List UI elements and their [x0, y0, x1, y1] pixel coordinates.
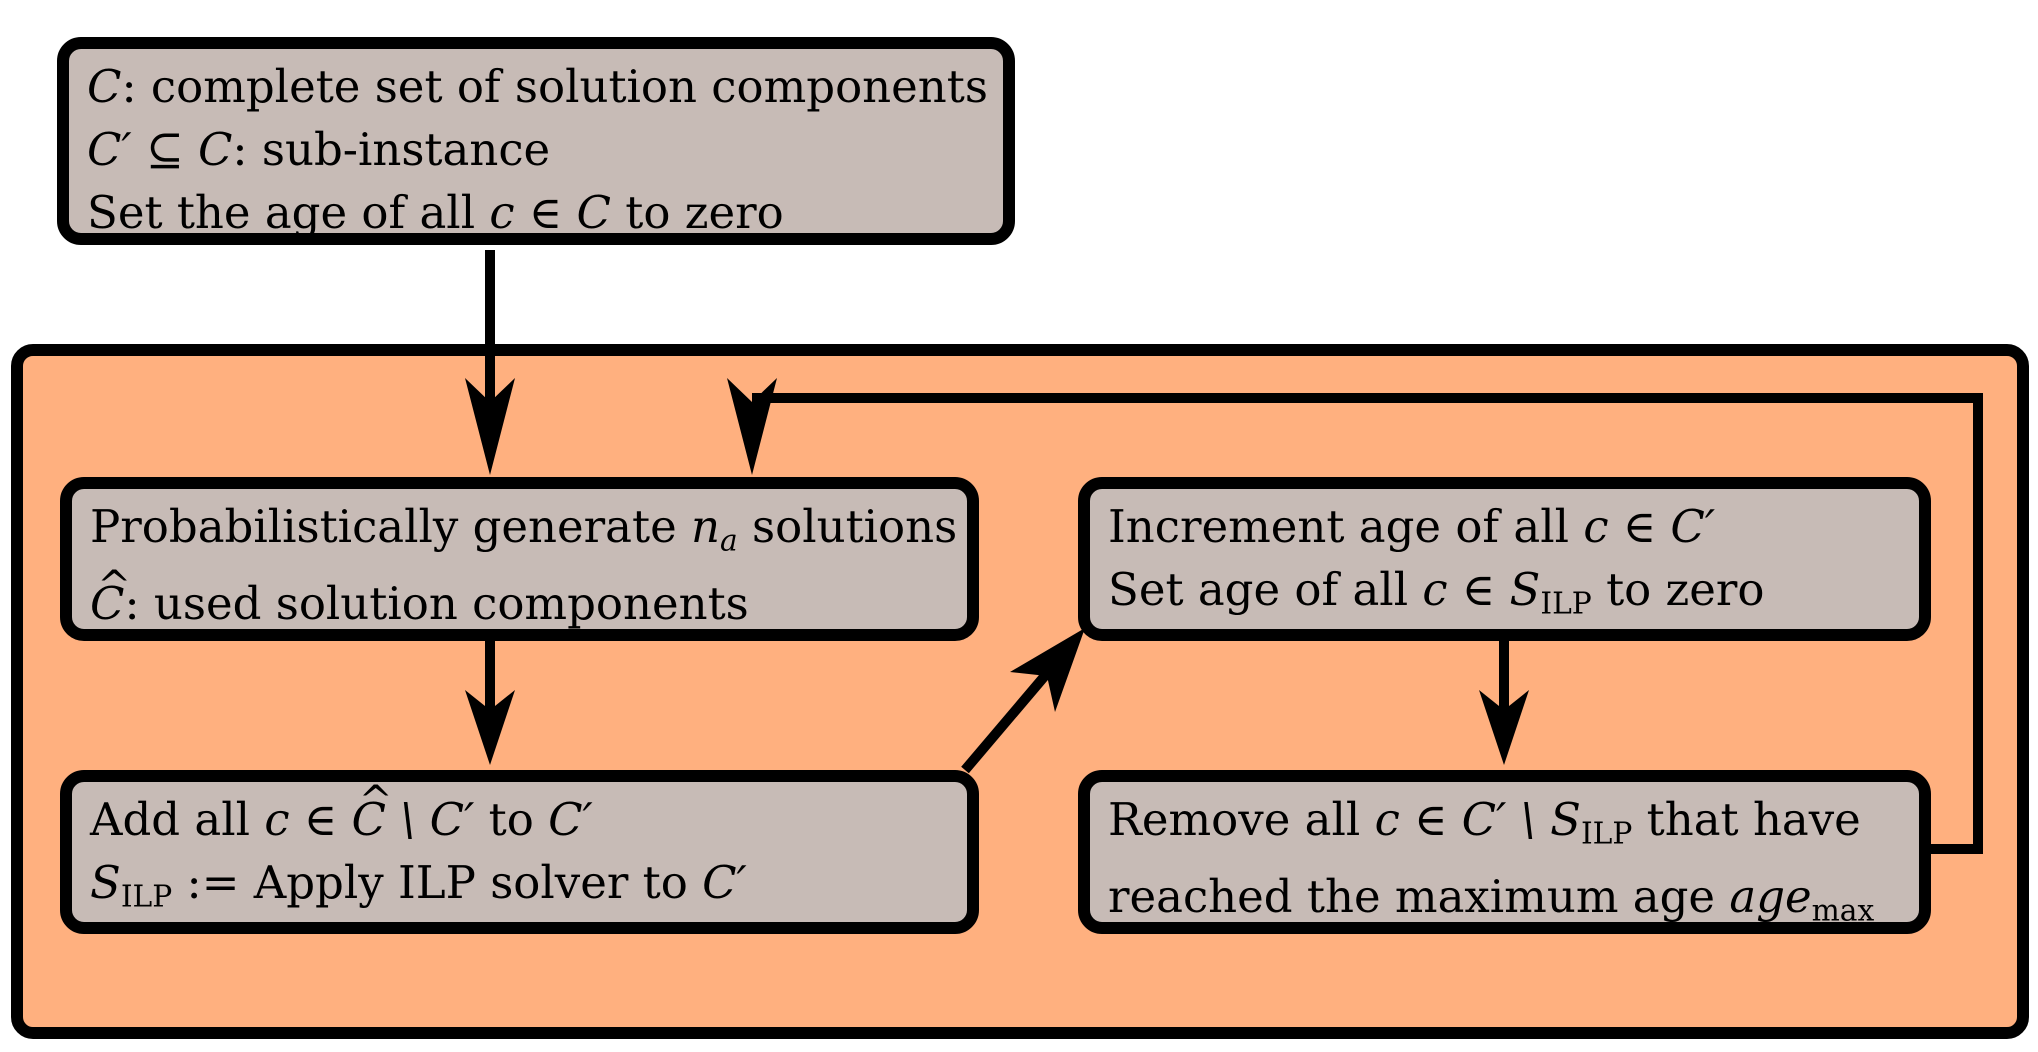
init-box: C: complete set of solution components C…	[57, 37, 1015, 245]
remove-box: Remove all c ∈ C′ \ SILP that have reach…	[1078, 770, 1931, 934]
arrow-remove-to-generate	[727, 378, 1983, 854]
arrow-increment-to-remove	[1479, 640, 1529, 765]
arrow-generate-to-add	[465, 640, 515, 765]
generate-line-1: Probabilistically generate na solutions	[90, 500, 958, 559]
add-line-1: Add all c ∈ C \ C′ to C′	[90, 769, 949, 851]
remove-line-2: reached the maximum age agemax	[1108, 870, 1875, 929]
init-line-1: C: complete set of solution components	[87, 60, 988, 113]
remove-line-1: Remove all c ∈ C′ \ SILP that have	[1108, 793, 1861, 852]
increment-box: Increment age of all c ∈ C′ Set age of a…	[1078, 477, 1931, 641]
generate-line-2: C: used solution components	[90, 554, 949, 635]
arrow-add-to-increment	[961, 628, 1085, 774]
arrow-init-to-generate	[465, 250, 515, 475]
init-line-3: Set the age of all c ∈ C to zero	[87, 186, 784, 239]
increment-line-1: Increment age of all c ∈ C′	[1108, 500, 1716, 553]
generate-box: Probabilistically generate na solutions …	[60, 477, 979, 641]
add-line-2: SILP := Apply ILP solver to C′	[90, 856, 747, 915]
increment-line-2: Set age of all c ∈ SILP to zero	[1108, 563, 1765, 622]
add-box: Add all c ∈ C \ C′ to C′ SILP := Apply I…	[60, 769, 979, 934]
init-line-2: C′ ⊆ C: sub-instance	[87, 123, 551, 176]
